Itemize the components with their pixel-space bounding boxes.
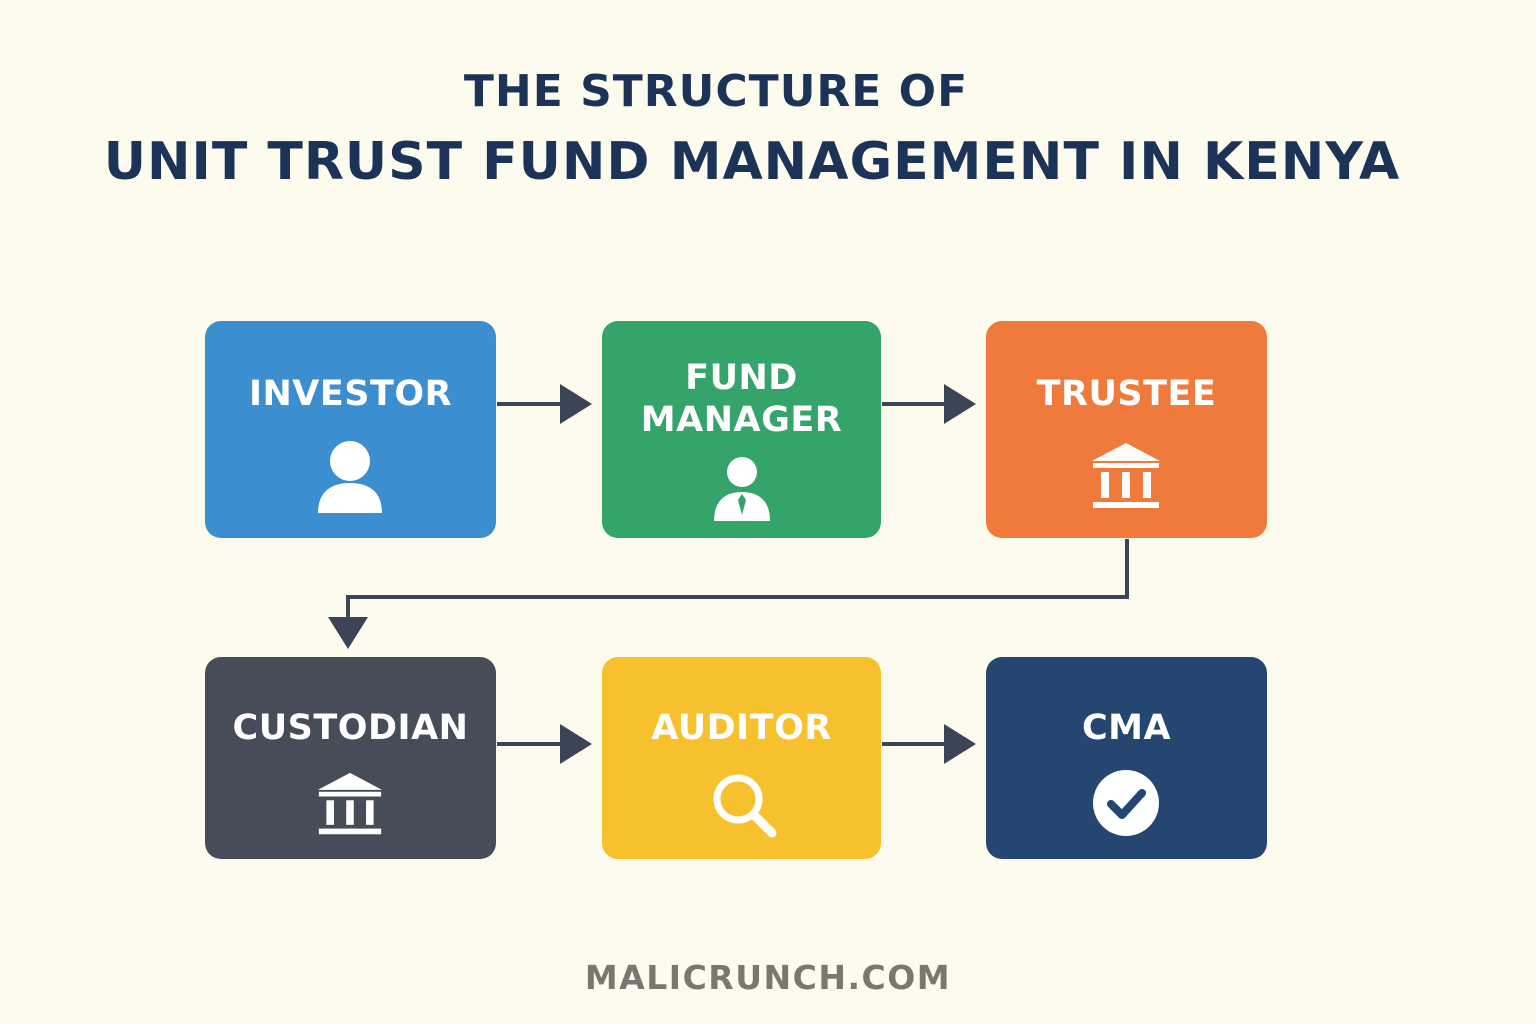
node-fund-manager: FUND MANAGER: [602, 321, 881, 538]
node-fund-manager-label-line-1: FUND: [685, 358, 798, 398]
node-trustee-label: TRUSTEE: [1036, 374, 1217, 414]
node-custodian-label: CUSTODIAN: [232, 708, 469, 748]
node-trustee: TRUSTEE: [986, 321, 1267, 538]
footer-site-name: MALICRUNCH.COM: [584, 958, 952, 997]
node-investor: INVESTOR: [205, 321, 496, 538]
node-auditor: AUDITOR: [602, 657, 881, 859]
node-cma-label: CMA: [1081, 708, 1172, 748]
title-line-2: UNIT TRUST FUND MANAGEMENT IN KENYA: [103, 132, 1401, 192]
node-cma: CMA: [986, 657, 1267, 859]
business-person-icon: [714, 457, 770, 521]
node-investor-label: INVESTOR: [248, 374, 453, 414]
bank-icon: [317, 772, 383, 835]
person-icon: [318, 441, 382, 513]
title-line-1: THE STRUCTURE OF: [463, 66, 969, 117]
edge-trustee-to-custodian: [328, 539, 1129, 649]
node-auditor-label: AUDITOR: [651, 708, 832, 748]
node-fund-manager-label-line-2: MANAGER: [640, 400, 843, 440]
bank-icon: [1092, 443, 1160, 508]
check-circle-icon: [1093, 770, 1159, 836]
magnifier-icon: [713, 774, 777, 838]
node-custodian: CUSTODIAN: [205, 657, 496, 859]
